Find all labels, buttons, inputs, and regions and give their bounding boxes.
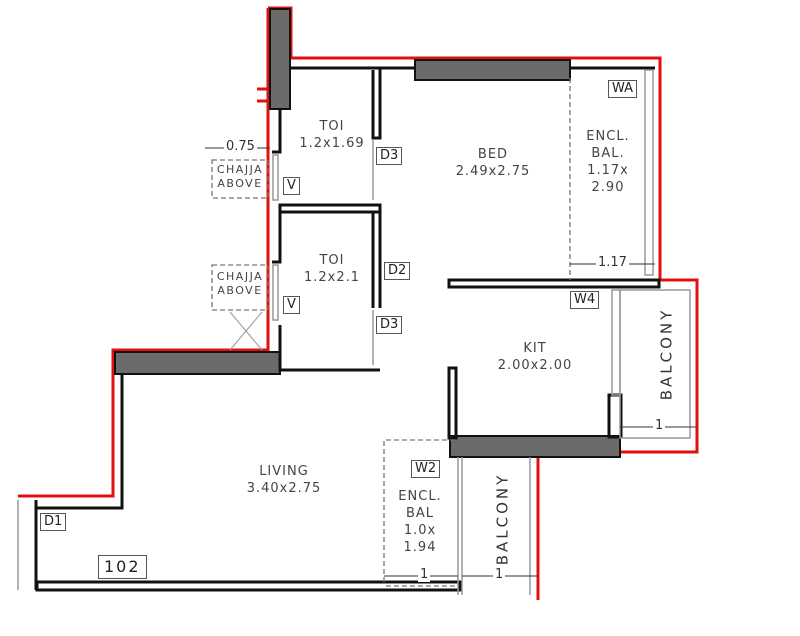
room-label-balcony-kit: BALCONY	[657, 307, 676, 401]
door-tag-d3: D3	[376, 147, 403, 165]
room-name: KIT	[523, 341, 547, 356]
room-size: 1.17x 2.90	[587, 163, 629, 195]
room-label-balcony-living: BALCONY	[493, 472, 512, 566]
beam	[449, 435, 621, 458]
dimension-chajja: 0.75	[224, 139, 257, 154]
room-label-living: LIVING 3.40x2.75	[247, 463, 322, 497]
room-label-encl-bal-1: ENCL. BAL.1.17x 2.90	[578, 128, 638, 196]
room-size: 3.40x2.75	[246, 481, 322, 496]
room-size: 1.2x1.69	[299, 136, 365, 151]
room-size: 1.0x 1.94	[403, 523, 437, 555]
beam	[114, 351, 281, 375]
room-name: LIVING	[259, 464, 309, 479]
dimension-encl-bal: 1.17	[596, 255, 629, 270]
beam	[414, 59, 571, 81]
room-size: 1.2x2.1	[303, 270, 361, 285]
window-tag-w4: W4	[570, 291, 600, 309]
door-tag-d3: D3	[376, 316, 403, 334]
vent-tag-v: V	[283, 296, 300, 314]
room-name: ENCL. BAL.	[586, 129, 630, 161]
window-tag-w2: W2	[411, 460, 441, 478]
room-label-toi-2: TOI 1.2x2.1	[304, 252, 360, 286]
room-size: 2.49x2.75	[455, 164, 531, 179]
dimension-encl-bal-2: 1	[418, 567, 431, 582]
dimension-kit-balcony: 1	[653, 418, 666, 433]
window-tag-wa: WA	[608, 80, 638, 98]
room-label-kit: KIT 2.00x2.00	[498, 340, 573, 374]
unit-boundary	[18, 8, 270, 498]
room-label-toi-1: TOI 1.2x1.69	[299, 118, 364, 152]
chajja-note: CHAJJA ABOVE	[216, 270, 264, 297]
room-label-bed: BED 2.49x2.75	[456, 146, 531, 180]
dimension-balcony-2: 1	[493, 567, 506, 582]
unit-number: 102	[98, 555, 147, 579]
room-name: ENCL. BAL	[398, 489, 442, 521]
chajja-note: CHAJJA ABOVE	[216, 163, 264, 190]
door-tag-d1: D1	[40, 513, 67, 531]
room-name: TOI	[319, 119, 345, 134]
room-name: BED	[477, 147, 509, 162]
room-name: TOI	[319, 253, 345, 268]
column	[269, 8, 291, 110]
vent-tag-v: V	[283, 177, 300, 195]
room-size: 2.00x2.00	[497, 358, 573, 373]
door-tag-d2: D2	[384, 262, 411, 280]
